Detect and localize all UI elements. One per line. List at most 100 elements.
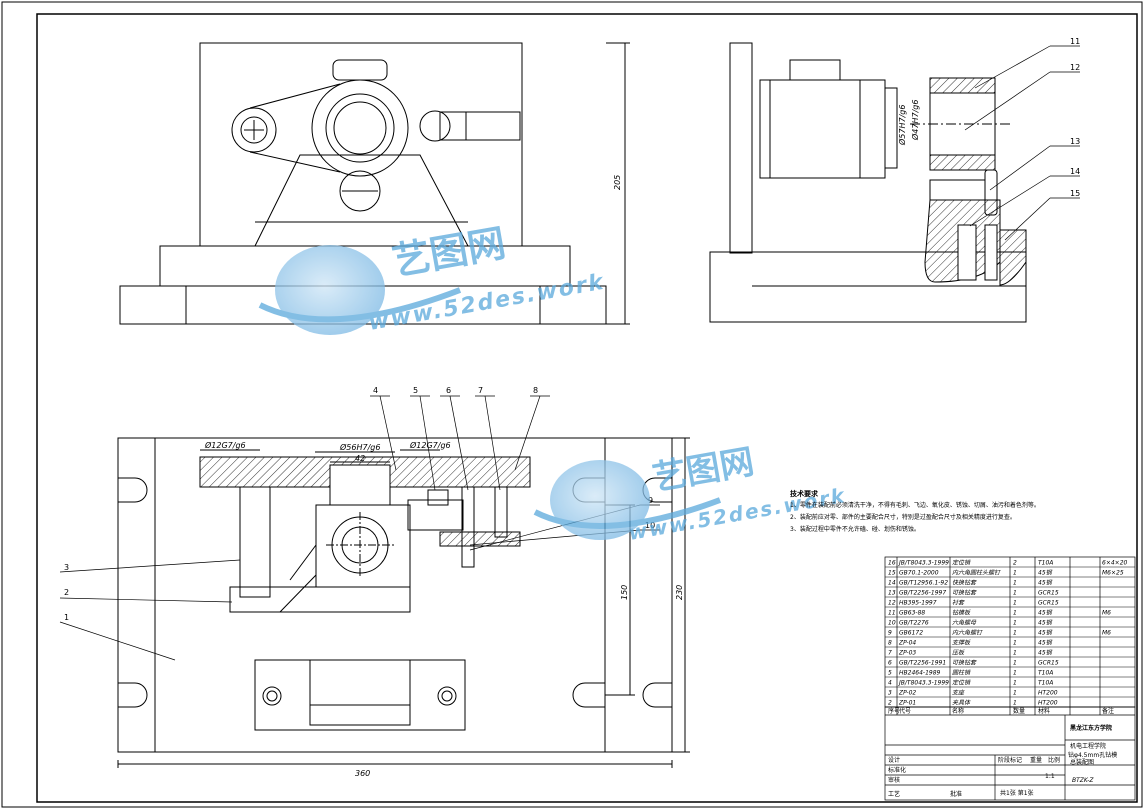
- dim-42: 42: [355, 454, 365, 463]
- bom-cell-qty: 1: [1013, 580, 1017, 587]
- watermark-1: 艺图网 www.52des.work: [258, 221, 607, 336]
- dim-150: 150: [620, 585, 629, 600]
- svg-text:艺图网: 艺图网: [650, 442, 757, 499]
- bom-cell-code: GB/T2256-1991: [899, 660, 946, 667]
- bom-cell-code: GB70.1-2000: [899, 570, 939, 577]
- dim-dia-12-left: Ø12G7/g6: [204, 440, 246, 450]
- bom-cell-no: 7: [888, 650, 892, 657]
- dim-dia-12-right: Ø12G7/g6: [409, 440, 451, 450]
- bom-cell-no: 2: [888, 700, 892, 707]
- bom-cell-qty: 1: [1013, 610, 1017, 617]
- bom-cell-note: M6: [1102, 610, 1111, 617]
- balloon-14: 14: [1070, 167, 1080, 176]
- bom-cell-qty: 1: [1013, 570, 1017, 577]
- side-view: [709, 42, 1027, 323]
- bom-cell-mat: T10A: [1038, 680, 1053, 687]
- tb-designer: 设计: [888, 756, 900, 764]
- bom-cell-code: GB6172: [899, 630, 923, 637]
- bom-cell-code: GB/T12956.1-92: [899, 580, 948, 587]
- bom-cell-qty: 1: [1013, 640, 1017, 647]
- bom-cell-note: 6×4×20: [1102, 560, 1128, 567]
- bom-cell-no: 14: [888, 580, 896, 587]
- bom-cell-note: M6×25: [1102, 570, 1124, 577]
- bom-table: [884, 556, 1136, 715]
- bom-cell-name: 快换钻套: [952, 579, 977, 587]
- bom-cell-name: 支撑板: [952, 639, 971, 647]
- balloon-8: 8: [533, 386, 538, 395]
- bom-cell-no: 5: [888, 670, 892, 677]
- bom-cell-code: GB/T2256-1997: [899, 590, 946, 597]
- svg-text:艺图网: 艺图网: [389, 221, 509, 284]
- dim-height-bottom: 230: [675, 585, 684, 600]
- side-leaders: [964, 45, 1080, 241]
- bom-cell-name: 定位销: [952, 559, 971, 567]
- front-view: [119, 42, 630, 325]
- inner-frame: [36, 13, 1138, 803]
- tb-standard: 标准化: [888, 766, 906, 774]
- bom-cell-name: 圆柱销: [952, 669, 971, 677]
- bom-cell-name: 定位销: [952, 679, 971, 687]
- bom-cell-note: M6: [1102, 630, 1111, 637]
- balloon-7: 7: [478, 386, 483, 395]
- bom-cell-no: 12: [888, 600, 896, 607]
- tb-scale: 1:1: [1045, 773, 1055, 780]
- tb-sheet: 共1张 第1张: [1000, 789, 1034, 797]
- tb-code: BTZK-Z: [1072, 777, 1094, 784]
- balloon-12: 12: [1070, 63, 1080, 72]
- dim-width-bottom: 360: [355, 769, 370, 778]
- notes-title: 技术要求: [790, 490, 818, 498]
- bom-cell-qty: 1: [1013, 670, 1017, 677]
- tb-ratio: 比例: [1048, 756, 1060, 764]
- bom-cell-qty: 1: [1013, 650, 1017, 657]
- bom-header-mat: 材料: [1038, 707, 1050, 715]
- bom-cell-qty: 1: [1013, 680, 1017, 687]
- bom-cell-no: 16: [888, 560, 896, 567]
- bom-cell-name: 压板: [952, 649, 965, 657]
- technical-notes: 技术要求 1、零件在装配前必须清洗干净，不得有毛刺、飞边、氧化皮、锈蚀、切屑、油…: [790, 488, 1080, 536]
- tb-approve: 批准: [950, 790, 962, 798]
- bom-cell-name: 夹具体: [952, 699, 971, 707]
- bom-cell-mat: 45钢: [1038, 639, 1053, 647]
- balloon-6: 6: [446, 386, 451, 395]
- bom-cell-qty: 1: [1013, 600, 1017, 607]
- bom-cell-no: 10: [888, 620, 896, 627]
- bom-cell-name: 可换钻套: [952, 589, 977, 597]
- bom-cell-mat: GCR15: [1038, 600, 1059, 607]
- bom-cell-no: 13: [888, 590, 896, 597]
- bom-cell-mat: 45钢: [1038, 629, 1053, 637]
- bom-cell-qty: 2: [1013, 560, 1017, 567]
- dim-height-top: 205: [613, 175, 622, 190]
- bom-cell-qty: 1: [1013, 690, 1017, 697]
- bom-cell-qty: 1: [1013, 630, 1017, 637]
- balloon-5: 5: [413, 386, 418, 395]
- bom-cell-mat: 45钢: [1038, 649, 1053, 657]
- bom-header-qty: 数量: [1013, 707, 1025, 715]
- dim-dia-57: Ø57H7/g6: [897, 105, 907, 146]
- dim-dia-56: Ø56H7/g6: [339, 442, 380, 452]
- bom-cell-mat: 45钢: [1038, 569, 1053, 577]
- bom-cell-code: ZP-04: [898, 640, 916, 647]
- bom-cell-mat: HT200: [1038, 700, 1058, 707]
- bom-cell-no: 11: [888, 610, 896, 617]
- bom-cell-name: 六角螺母: [952, 619, 977, 627]
- bom-cell-mat: 45钢: [1038, 619, 1053, 627]
- bom-cell-no: 3: [888, 690, 892, 697]
- tb-dept: 机电工程学院: [1070, 742, 1106, 750]
- bom-header-name: 名称: [952, 707, 964, 715]
- plan-view: [117, 437, 690, 768]
- balloon-3: 3: [64, 563, 69, 572]
- notes-line-2: 2、装配前应对零、部件的主要配合尺寸，特别是过盈配合尺寸及相关精度进行复查。: [790, 514, 1016, 521]
- balloon-13: 13: [1070, 137, 1080, 146]
- bom-cell-mat: T10A: [1038, 560, 1053, 567]
- bom-cell-mat: T10A: [1038, 670, 1053, 677]
- bom-cell-no: 15: [888, 570, 896, 577]
- dim-dia-47: Ø47H7/g6: [910, 100, 920, 141]
- tb-check: 审核: [888, 776, 900, 784]
- bom-cell-no: 8: [888, 640, 892, 647]
- balloon-2: 2: [64, 588, 69, 597]
- bom-cell-code: ZP-02: [898, 690, 916, 697]
- tb-process: 工艺: [888, 790, 900, 798]
